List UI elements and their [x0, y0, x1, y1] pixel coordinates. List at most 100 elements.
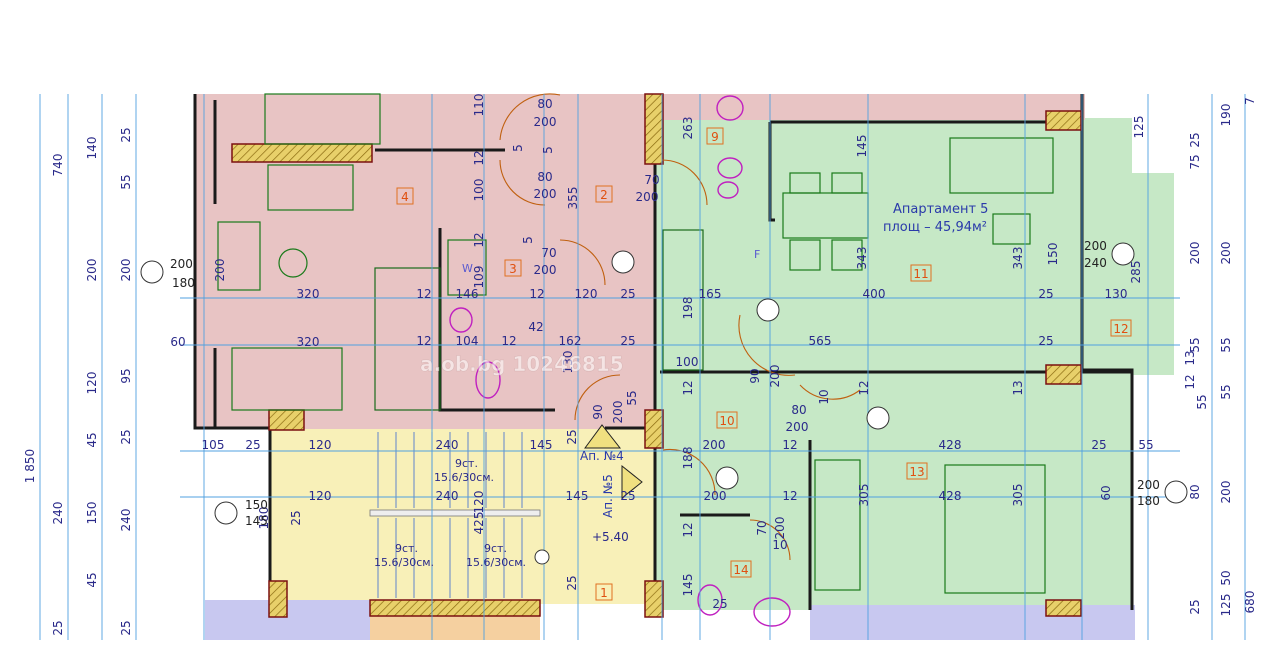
dimension-label: 25 — [1188, 599, 1202, 614]
dimension-label: 100 — [676, 355, 699, 369]
dimension-label: 25 — [620, 287, 635, 301]
dimension-label: 13 — [1183, 350, 1197, 365]
dimension-label: 565 — [809, 334, 832, 348]
dimension-lines — [39, 94, 1246, 640]
column — [1045, 364, 1082, 385]
sofa-top — [264, 93, 381, 145]
stair-landing — [369, 509, 541, 517]
dimension-label: 200 — [1219, 242, 1233, 265]
toilet — [475, 361, 501, 399]
dimension-label: 25 — [620, 489, 635, 503]
dimension-label: 120 — [309, 438, 332, 452]
dimension-label: 425 — [472, 512, 486, 535]
room-number: 3 — [509, 262, 517, 276]
flat-mark-ap4: Ап. №4 — [580, 449, 624, 463]
dimension-label: 240 — [436, 489, 459, 503]
dimension-label: 55 — [625, 390, 639, 405]
dimension-label: 200 — [786, 420, 809, 434]
dimension-label: 12 — [416, 334, 431, 348]
dimension-label: 25 — [620, 334, 635, 348]
dimension-label: 60 — [170, 335, 185, 349]
dimension-label: 305 — [1011, 484, 1025, 507]
kitchen-outline — [662, 229, 704, 371]
inner-wall-room10-14 — [680, 440, 812, 610]
dimension-label: 110 — [472, 94, 486, 117]
dimension-label: 80 — [791, 403, 806, 417]
opening-width: 200 — [1137, 478, 1160, 492]
axis-bubble — [1111, 242, 1135, 266]
dimension-label: 125 — [1132, 116, 1146, 139]
sink — [717, 157, 743, 179]
dimension-label: 25 — [1038, 287, 1053, 301]
dimension-label: 1 850 — [23, 449, 37, 483]
corridor-4-top — [655, 94, 1085, 120]
staircase-zone — [270, 429, 660, 604]
flat-mark-triangle-ap5 — [621, 464, 643, 500]
dimension-label: 42 — [528, 320, 543, 334]
room-number-boxes — [396, 127, 1132, 601]
stair-size-lower-right: 15.6/30см. — [466, 556, 526, 569]
dimension-label: 145 — [530, 438, 553, 452]
structural-columns — [231, 93, 1082, 618]
dimension-label: 305 — [857, 484, 871, 507]
dimension-label: 200 — [213, 259, 227, 282]
dimension-label: 12 — [472, 150, 486, 165]
dimension-label: 150 — [1046, 243, 1060, 266]
room-number: 10 — [719, 414, 734, 428]
wardrobe-outline — [374, 267, 441, 411]
dimension-label: 320 — [297, 287, 320, 301]
axis-bubbles — [140, 242, 1188, 565]
dimension-label: 428 — [939, 438, 962, 452]
dimension-label: 200 — [1188, 242, 1202, 265]
dimension-label: 55 — [1195, 394, 1209, 409]
dimension-label: 80 — [537, 170, 552, 184]
dimension-label: 90 — [591, 404, 605, 419]
shower — [447, 239, 487, 296]
door-arc — [749, 519, 791, 561]
stair-size-upper: 15.6/30см. — [434, 471, 494, 484]
dimension-label: 188 — [681, 447, 695, 470]
dimension-label: 200 — [534, 187, 557, 201]
flat-marks — [584, 424, 643, 500]
balcony-zone — [1082, 173, 1174, 375]
dimension-label: 146 — [456, 287, 479, 301]
office-chair — [278, 248, 308, 278]
dimension-label: 80 — [537, 97, 552, 111]
dimension-label: 75 — [1188, 154, 1202, 169]
sink — [753, 597, 791, 627]
dimension-label: 95 — [119, 368, 133, 383]
opening-width: 200 — [170, 257, 193, 271]
column — [644, 580, 664, 618]
room-box — [730, 560, 752, 578]
dimension-label: 10 — [817, 389, 831, 404]
dimension-label: 740 — [51, 154, 65, 177]
door-arc — [574, 374, 621, 421]
opening-width: 200 — [1084, 239, 1107, 253]
flat-mark-ap5: Ап. №5 — [601, 474, 615, 518]
wardrobe — [814, 459, 861, 591]
dimension-label: 130 — [1105, 287, 1128, 301]
dimension-label: 200 — [611, 401, 625, 424]
flat-mark-triangle-ap4 — [584, 424, 622, 449]
room-box — [910, 264, 932, 282]
level-mark: +5.40 — [592, 530, 629, 544]
dimension-label: 240 — [119, 509, 133, 532]
dimension-label: 12 — [416, 287, 431, 301]
sanitary-fixtures — [449, 95, 791, 627]
sink — [449, 307, 473, 333]
dimension-label: 120 — [85, 372, 99, 395]
dimension-label: 5 — [541, 146, 555, 154]
door-arc — [799, 384, 861, 400]
lower-apartment-zone-right — [810, 605, 1135, 640]
dimension-label: 145 — [566, 489, 589, 503]
dimension-label: 680 — [1243, 591, 1257, 614]
dimension-label: 50 — [1219, 570, 1233, 585]
room-box — [1110, 319, 1132, 337]
chair — [831, 239, 863, 271]
dimension-label: 125 — [1219, 594, 1233, 617]
dimension-label: 12 — [782, 489, 797, 503]
dimension-label: 200 — [534, 115, 557, 129]
stair-size-lower-left: 15.6/30см. — [374, 556, 434, 569]
